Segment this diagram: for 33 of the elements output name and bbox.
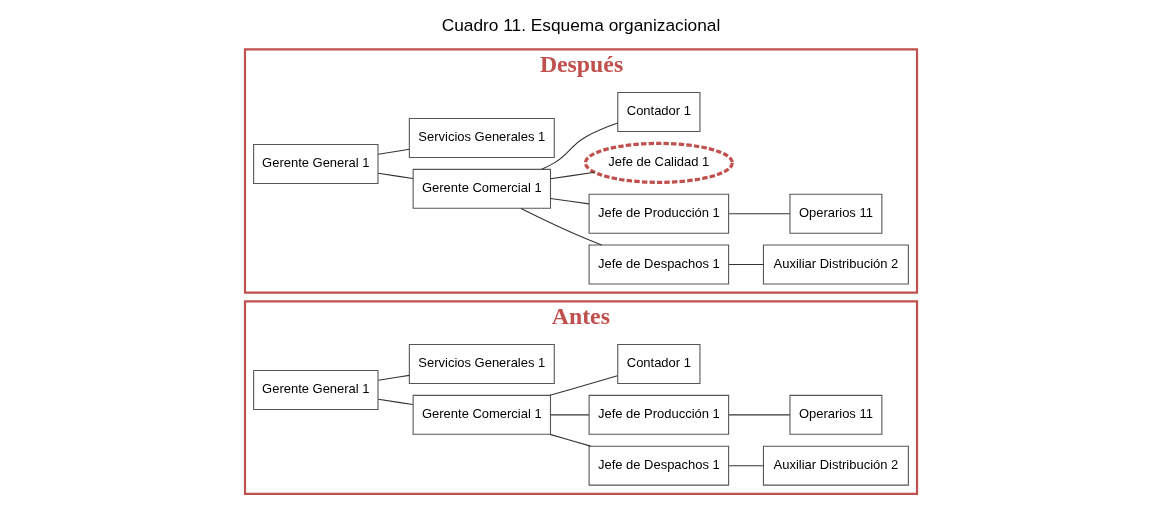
node-box: Contador 1 <box>616 344 700 385</box>
node-box: Contador 1 <box>616 92 700 133</box>
node-box: Gerente Comercial 1 <box>412 168 551 209</box>
node-box: Jefe de Despachos 1 <box>588 445 729 486</box>
diagram-title: Cuadro 11. Esquema organizacional <box>441 14 720 35</box>
node-box: Servicios Generales 1 <box>408 118 555 158</box>
connector <box>728 465 764 467</box>
connector <box>549 171 595 180</box>
node-box: Auxiliar Distribución 2 <box>762 244 909 285</box>
connector <box>377 148 410 155</box>
node-box: Auxiliar Distribución 2 <box>762 445 909 486</box>
node-box: Jefe de Producción 1 <box>588 394 729 435</box>
connector <box>549 197 589 205</box>
connector <box>549 414 589 416</box>
connector <box>377 398 413 406</box>
node-box: Gerente Comercial 1 <box>412 394 551 435</box>
connector <box>540 122 618 170</box>
node-box: Operarios 11 <box>788 394 882 435</box>
connector <box>519 207 602 246</box>
node-box: Jefe de Despachos 1 <box>588 244 729 285</box>
node-box: Jefe de Producción 1 <box>588 193 729 234</box>
connector <box>728 264 764 266</box>
node-box: Servicios Generales 1 <box>408 344 555 385</box>
connector <box>377 374 410 381</box>
connector <box>728 414 790 416</box>
node-box: Gerente General 1 <box>252 143 379 184</box>
connector <box>548 375 618 396</box>
node-box: Gerente General 1 <box>252 369 379 410</box>
connector <box>548 433 591 447</box>
node-ellipse: Jefe de Calidad 1 <box>583 141 734 184</box>
connector <box>728 213 790 215</box>
node-box: Operarios 11 <box>788 193 882 234</box>
connector <box>377 172 413 180</box>
